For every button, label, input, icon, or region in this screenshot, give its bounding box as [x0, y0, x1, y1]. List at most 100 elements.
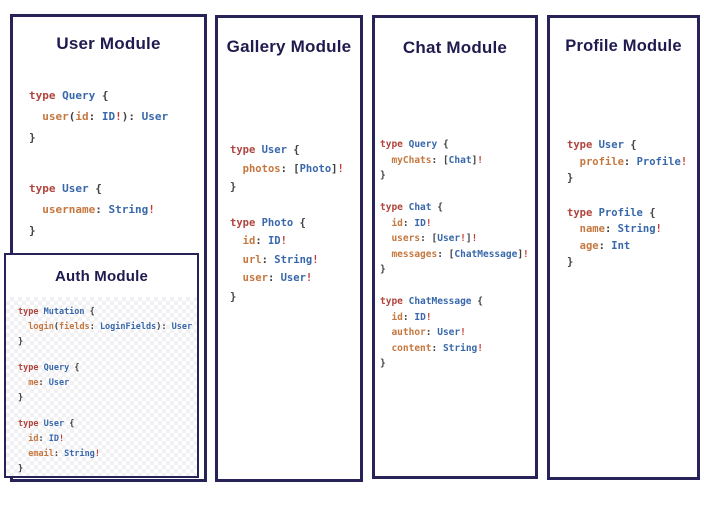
code-token-non-null-bang: !	[471, 233, 478, 244]
code-line: type Query {	[380, 137, 529, 153]
code-token-type-name: ID	[267, 235, 281, 247]
code-token-punctuation: }	[380, 264, 386, 275]
code-token-punctuation: :	[89, 322, 100, 332]
code-token-field-name: me	[28, 378, 39, 388]
code-line: profile: Profile!	[567, 154, 688, 171]
code-token-non-null-bang: !	[477, 342, 484, 354]
code-token-keyword: type	[29, 89, 63, 102]
code-line: author: User!	[380, 325, 529, 341]
code-token-type-name: ChatMessage	[408, 296, 478, 307]
panel-chat-module: Chat Module type Query { myChats: [Chat]…	[372, 15, 538, 479]
code-token-punctuation: }	[29, 131, 36, 144]
code-token-keyword: type	[18, 363, 44, 373]
panel-gallery-module: Gallery Module type User { photos: [Phot…	[215, 15, 363, 482]
code-line: id: ID!	[380, 310, 529, 326]
code-block: type ChatMessage { id: ID! author: User!…	[380, 294, 529, 372]
code-token-type-name: User	[43, 419, 70, 429]
code-token-non-null-bang: !	[280, 235, 287, 247]
code-token-non-null-bang: !	[460, 233, 466, 244]
code-token-non-null-bang: !	[460, 327, 466, 338]
code-token-punctuation: {	[442, 139, 449, 150]
code-token-punctuation: : [	[280, 162, 300, 175]
code-token-type-name: User	[141, 110, 169, 123]
code-token-non-null-bang: !	[655, 223, 662, 235]
code-token-punctuation: {	[437, 202, 443, 213]
code-token-punctuation: }	[567, 256, 574, 268]
code-token-whitespace	[18, 449, 28, 459]
code-line: }	[230, 288, 344, 307]
code-token-punctuation: :	[402, 311, 415, 323]
code-token-type-name: ID	[414, 311, 426, 323]
code-token-keyword: type	[230, 216, 262, 229]
code-token-whitespace	[230, 254, 243, 266]
code-token-keyword: type	[567, 206, 599, 219]
code-token-punctuation: }	[380, 358, 386, 369]
code-token-field-name: username	[42, 203, 96, 216]
code-token-non-null-bang: !	[425, 217, 432, 229]
panel-auth-module: Auth Module type Mutation { login(fields…	[4, 253, 199, 478]
code-token-punctuation: }	[567, 172, 574, 184]
code-token-type-name: User	[598, 139, 631, 151]
code-token-non-null-bang: !	[305, 272, 313, 284]
code-token-type-name: ID	[414, 217, 426, 229]
code-token-punctuation: (	[68, 110, 76, 123]
panel-title: Gallery Module	[226, 37, 352, 56]
panel-title: Chat Module	[402, 38, 508, 57]
code-token-punctuation: :	[255, 235, 268, 247]
code-token-field-name: id	[391, 217, 403, 229]
code-token-punctuation: :	[402, 217, 415, 229]
code-area: type Query { user(id: ID!): User}type Us…	[29, 85, 168, 271]
code-line: myChats: [Chat]!	[380, 153, 529, 169]
code-block: type Chat { id: ID! users: [User!]! mess…	[380, 200, 529, 278]
code-token-keyword: type	[567, 139, 599, 151]
code-token-whitespace	[380, 249, 391, 260]
code-block: type Query { user(id: ID!): User}	[29, 85, 168, 148]
code-token-non-null-bang: !	[523, 248, 529, 260]
code-token-type-name: User	[62, 182, 96, 195]
code-line: url: String!	[230, 251, 344, 270]
code-token-punctuation: (	[53, 322, 59, 332]
code-token-punctuation: :	[38, 434, 49, 444]
code-token-non-null-bang: !	[59, 434, 65, 444]
code-token-punctuation: }	[18, 337, 24, 347]
code-line: me: User	[18, 376, 192, 391]
code-token-non-null-bang: !	[477, 154, 484, 166]
code-token-field-name: users	[391, 233, 421, 244]
code-area: type Mutation { login(fields: LoginField…	[18, 305, 192, 488]
code-token-punctuation: :	[267, 272, 281, 284]
code-line: email: String!	[18, 447, 192, 462]
code-token-type-name: Photo	[299, 162, 332, 175]
code-token-field-name: id	[391, 311, 403, 323]
code-token-keyword: type	[230, 144, 262, 156]
code-block: type User { username: String!}	[29, 178, 168, 241]
code-line: }	[380, 262, 529, 278]
code-token-field-name: age	[579, 239, 599, 252]
code-line: users: [User!]!	[380, 231, 529, 247]
code-token-punctuation: {	[649, 206, 656, 219]
code-token-punctuation: :	[38, 378, 49, 388]
code-token-field-name: user	[242, 272, 268, 284]
code-token-type-name: Query	[43, 363, 75, 373]
code-token-type-name: Profile	[598, 206, 650, 219]
code-line: user(id: ID!): User	[29, 106, 168, 127]
code-token-whitespace	[380, 312, 391, 323]
code-token-whitespace	[230, 163, 243, 175]
code-token-type-name: ID	[48, 434, 59, 444]
code-token-field-name: author	[391, 327, 426, 338]
code-token-type-name: User	[437, 233, 461, 244]
code-line: type User {	[29, 178, 168, 199]
code-token-type-name: LoginFields	[99, 322, 157, 332]
code-token-type-name: Profile	[636, 155, 681, 168]
code-line: user: User!	[230, 269, 344, 288]
code-token-whitespace	[18, 434, 28, 444]
code-token-type-name: Chat	[408, 202, 438, 213]
code-token-type-name: String	[64, 449, 95, 459]
panel-profile-module: Profile Module type User { profile: Prof…	[547, 15, 700, 480]
code-line: }	[18, 462, 192, 477]
code-line: }	[380, 168, 529, 184]
code-line: type Mutation {	[18, 305, 192, 320]
code-token-whitespace	[230, 235, 243, 247]
code-line: }	[29, 220, 168, 241]
code-token-field-name: myChats	[391, 154, 432, 166]
code-token-punctuation: ]	[465, 233, 472, 244]
